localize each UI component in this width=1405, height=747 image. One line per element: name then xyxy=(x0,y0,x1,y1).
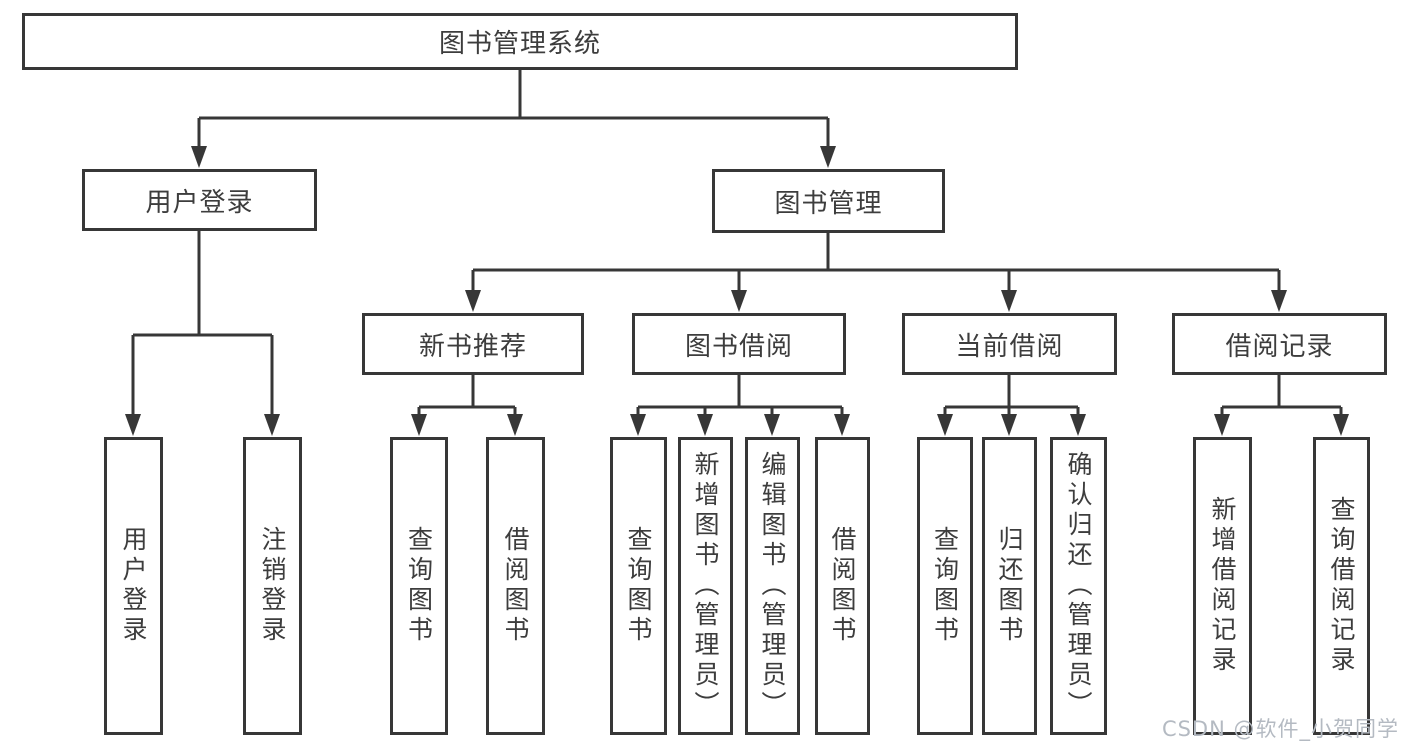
node-leaf-user-login: 用户登录 xyxy=(104,437,163,735)
arrowhead xyxy=(1333,414,1349,436)
node-root-label: 图书管理系统 xyxy=(438,29,601,59)
node-user-login: 用户登录 xyxy=(82,169,317,231)
node-leaf-edit-book-label: 编辑图书（管理员） xyxy=(758,451,787,721)
node-borrow-record: 借阅记录 xyxy=(1172,313,1387,375)
node-leaf-add-borrow-record: 新增借阅记录 xyxy=(1193,437,1252,735)
node-book-borrow-label: 图书借阅 xyxy=(684,331,793,362)
node-leaf-logout-label: 注销登录 xyxy=(258,526,287,646)
arrowhead xyxy=(1001,290,1017,312)
node-book-mgmt-label: 图书管理 xyxy=(774,188,883,219)
node-leaf-return-book: 归还图书 xyxy=(982,437,1037,735)
arrowhead xyxy=(125,414,141,436)
node-root: 图书管理系统 xyxy=(22,13,1018,70)
arrowhead xyxy=(820,146,836,168)
node-book-borrow: 图书借阅 xyxy=(632,313,846,375)
arrowhead xyxy=(1214,414,1230,436)
node-leaf-borrow-book-1-label: 借阅图书 xyxy=(501,526,530,646)
node-leaf-user-login-label: 用户登录 xyxy=(119,526,148,646)
node-leaf-query-book-1-label: 查询图书 xyxy=(404,526,434,646)
arrowhead xyxy=(1070,414,1086,436)
arrowhead xyxy=(1271,290,1287,312)
node-leaf-borrow-book-1: 借阅图书 xyxy=(486,437,545,735)
node-leaf-add-book-label: 新增图书（管理员） xyxy=(691,451,720,721)
edge-borrow-record-to-leaves xyxy=(1220,375,1343,416)
arrowhead xyxy=(465,290,481,312)
node-leaf-query-book-3: 查询图书 xyxy=(917,437,973,735)
node-leaf-add-borrow-record-label: 新增借阅记录 xyxy=(1208,496,1237,676)
arrowhead xyxy=(411,414,427,436)
node-book-mgmt: 图书管理 xyxy=(712,169,945,233)
edge-book-borrow-to-leaves xyxy=(636,375,844,416)
arrowhead xyxy=(731,290,747,312)
node-leaf-logout: 注销登录 xyxy=(243,437,302,735)
node-user-login-label: 用户登录 xyxy=(145,187,254,218)
edge-book-mgmt-to-level3 xyxy=(471,233,1281,292)
edge-current-borrow-to-leaves xyxy=(943,375,1080,416)
node-leaf-edit-book: 编辑图书（管理员） xyxy=(745,437,800,735)
node-new-book-rec-label: 新书推荐 xyxy=(418,331,527,362)
arrowhead xyxy=(937,414,953,436)
node-leaf-query-borrow-record: 查询借阅记录 xyxy=(1313,437,1370,735)
edge-user-login-to-leaves xyxy=(131,231,274,416)
arrowhead xyxy=(697,414,713,436)
node-leaf-add-book: 新增图书（管理员） xyxy=(678,437,733,735)
node-leaf-query-book-1: 查询图书 xyxy=(390,437,448,735)
edge-root-to-level2 xyxy=(197,70,830,148)
node-current-borrow-label: 当前借阅 xyxy=(955,331,1064,362)
arrowhead xyxy=(834,414,850,436)
node-leaf-borrow-book-2: 借阅图书 xyxy=(815,437,870,735)
arrowhead xyxy=(630,414,646,436)
node-borrow-record-label: 借阅记录 xyxy=(1225,331,1334,362)
csdn-watermark: CSDN @软件_小贺同学 xyxy=(1161,717,1399,741)
arrowhead xyxy=(1001,414,1017,436)
edge-new-book-rec-to-leaves xyxy=(417,375,517,416)
node-leaf-confirm-return: 确认归还（管理员） xyxy=(1050,437,1107,735)
node-leaf-return-book-label: 归还图书 xyxy=(995,526,1024,646)
node-leaf-query-borrow-record-label: 查询借阅记录 xyxy=(1327,496,1356,676)
arrowhead xyxy=(764,414,780,436)
node-new-book-rec: 新书推荐 xyxy=(362,313,584,375)
arrowhead xyxy=(191,146,207,168)
node-leaf-query-book-2-label: 查询图书 xyxy=(624,526,653,646)
node-leaf-query-book-3-label: 查询图书 xyxy=(930,526,960,646)
arrowhead xyxy=(507,414,523,436)
node-current-borrow: 当前借阅 xyxy=(902,313,1117,375)
node-leaf-confirm-return-label: 确认归还（管理员） xyxy=(1064,451,1093,721)
node-leaf-borrow-book-2-label: 借阅图书 xyxy=(828,526,857,646)
node-leaf-query-book-2: 查询图书 xyxy=(610,437,667,735)
arrowhead xyxy=(264,414,280,436)
